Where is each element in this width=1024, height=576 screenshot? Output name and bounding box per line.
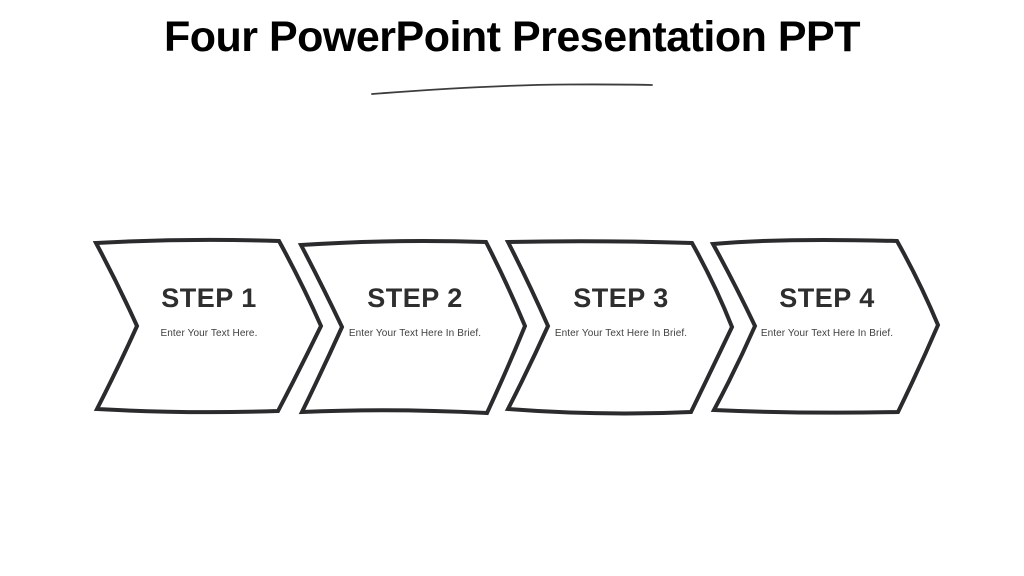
step-4: STEP 4 Enter Your Text Here In Brief. [708, 236, 944, 418]
title-underline [371, 83, 653, 95]
chevron-shape-3 [504, 239, 735, 416]
step-2: STEP 2 Enter Your Text Here In Brief. [296, 236, 532, 418]
step-3: STEP 3 Enter Your Text Here In Brief. [502, 236, 738, 418]
chevron-shape-1 [92, 237, 324, 415]
page-title: Four PowerPoint Presentation PPT [164, 13, 860, 61]
step-1: STEP 1 Enter Your Text Here. [90, 236, 326, 418]
chevron-shape-4 [709, 238, 941, 415]
process-steps: STEP 1 Enter Your Text Here. STEP 2 Ente… [0, 236, 1024, 418]
chevron-shape-2 [297, 239, 528, 416]
